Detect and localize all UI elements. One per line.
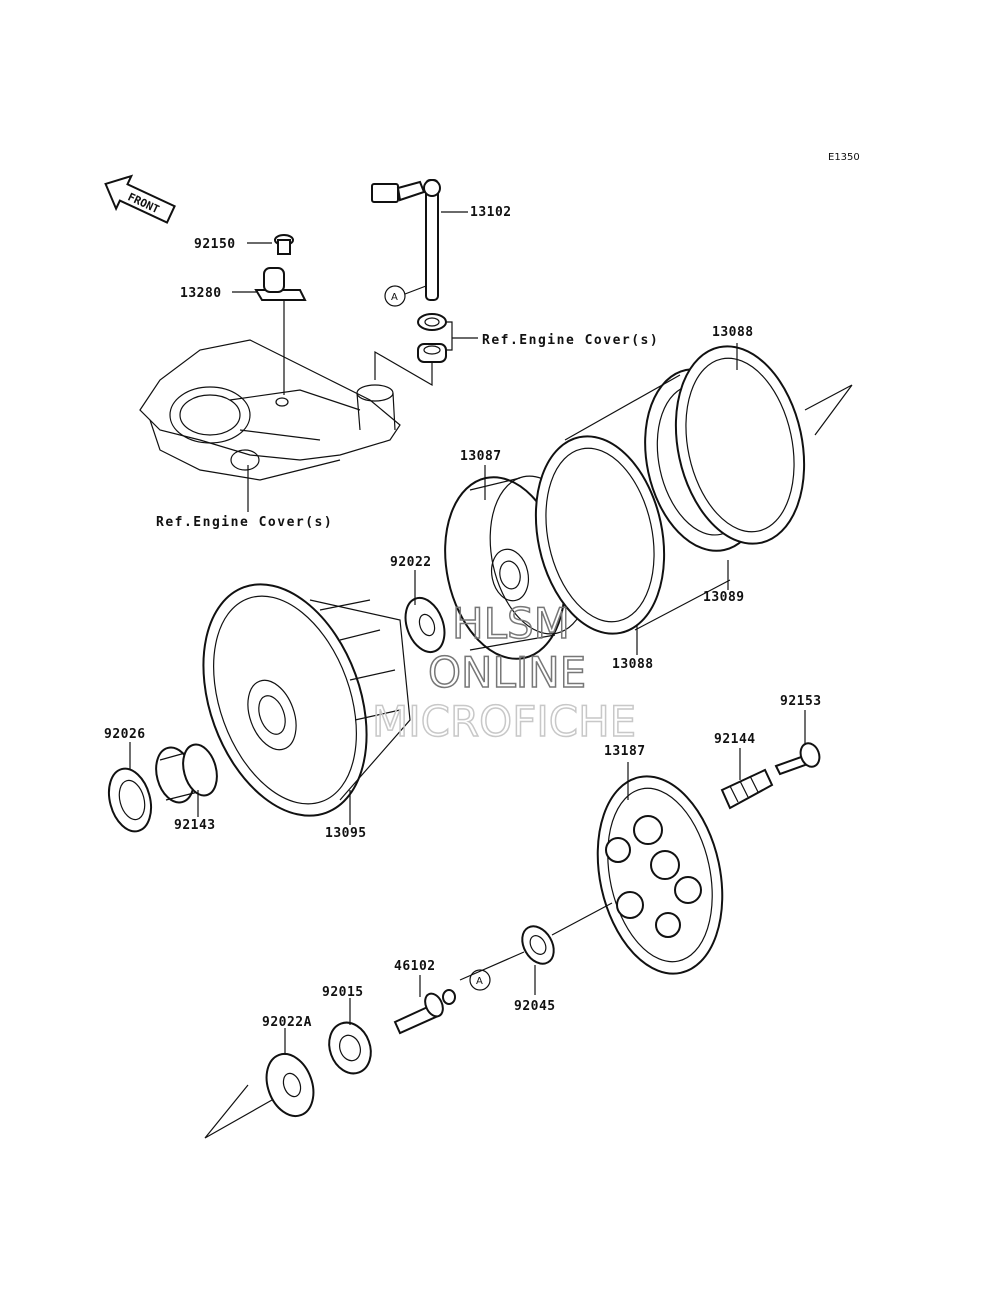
friction-plate-13088-front [534, 435, 666, 635]
label-92153: 92153 [780, 694, 822, 709]
label-92150: 92150 [194, 237, 236, 252]
bearing-92045 [521, 925, 555, 965]
label-92045: 92045 [514, 999, 556, 1014]
watermark-line-1: HLSM [452, 599, 570, 648]
watermark-line-2: ONLINE [428, 648, 586, 697]
label-13089: 13089 [703, 590, 745, 605]
label-13095: 13095 [325, 826, 367, 841]
pressure-plate-13187 [596, 775, 724, 975]
label-92026: 92026 [104, 727, 146, 742]
spring-92144 [720, 768, 774, 810]
label-92022a: 92022A [262, 1015, 312, 1030]
label-92022: 92022 [390, 555, 432, 570]
label-13088-bottom: 13088 [612, 657, 654, 672]
label-46102: 46102 [394, 959, 436, 974]
bracket-13280 [254, 267, 307, 301]
sleeve-92143 [155, 743, 218, 804]
callout-a-lower: A [469, 969, 491, 991]
label-92143: 92143 [174, 818, 216, 833]
bolt-92150 [274, 234, 294, 255]
washer-92022a [265, 1053, 315, 1117]
watermark-line-3: MICROFICHE [372, 697, 636, 746]
engine-cover-housing [139, 339, 401, 481]
bolt-92153 [774, 742, 821, 776]
front-arrow-icon: FRONT [104, 174, 176, 224]
label-13088-top: 13088 [712, 325, 754, 340]
ref-engine-cover-upper: Ref.Engine Cover(s) [482, 333, 659, 348]
pusher-46102 [393, 989, 456, 1035]
label-13087: 13087 [460, 449, 502, 464]
svg-text:A: A [476, 976, 483, 987]
label-92015: 92015 [322, 985, 364, 1000]
ref-engine-cover-lower: Ref.Engine Cover(s) [156, 515, 333, 530]
friction-plate-13088-rear [674, 345, 806, 545]
nut-92015 [328, 1021, 372, 1075]
diagram-code: E1350 [828, 152, 860, 163]
label-92144: 92144 [714, 732, 756, 747]
oil-seal [417, 313, 447, 331]
label-13280: 13280 [180, 286, 222, 301]
needle-bearing [417, 343, 447, 363]
label-13187: 13187 [604, 744, 646, 759]
push-rod-13102 [371, 179, 441, 301]
callout-a-upper: A [384, 285, 406, 307]
label-13102: 13102 [470, 205, 512, 220]
clutch-housing-13095 [202, 583, 411, 817]
washer-92026 [107, 767, 153, 833]
svg-text:A: A [391, 292, 398, 303]
